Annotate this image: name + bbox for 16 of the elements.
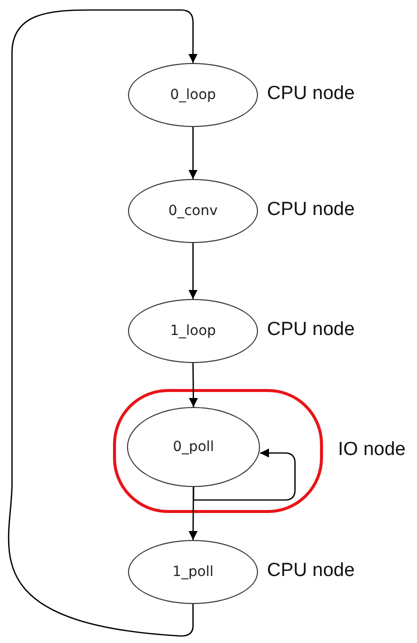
node-label: 0_loop — [170, 87, 216, 103]
node-caption: CPU node — [267, 319, 355, 341]
group-label: IO node — [338, 439, 406, 461]
node-caption: CPU node — [267, 199, 355, 221]
node-label: 1_poll — [172, 564, 214, 580]
arrow — [188, 363, 198, 407]
node-caption: CPU node — [267, 560, 355, 582]
node-label: 1_loop — [170, 323, 216, 339]
arrow — [188, 127, 198, 179]
arrow — [188, 243, 198, 299]
node-label: 0_conv — [168, 203, 218, 219]
arrow — [192, 448, 296, 501]
node-caption: CPU node — [267, 83, 355, 105]
arrow — [188, 487, 198, 540]
node-label: 0_poll — [172, 439, 214, 455]
arrow — [8, 9, 198, 637]
